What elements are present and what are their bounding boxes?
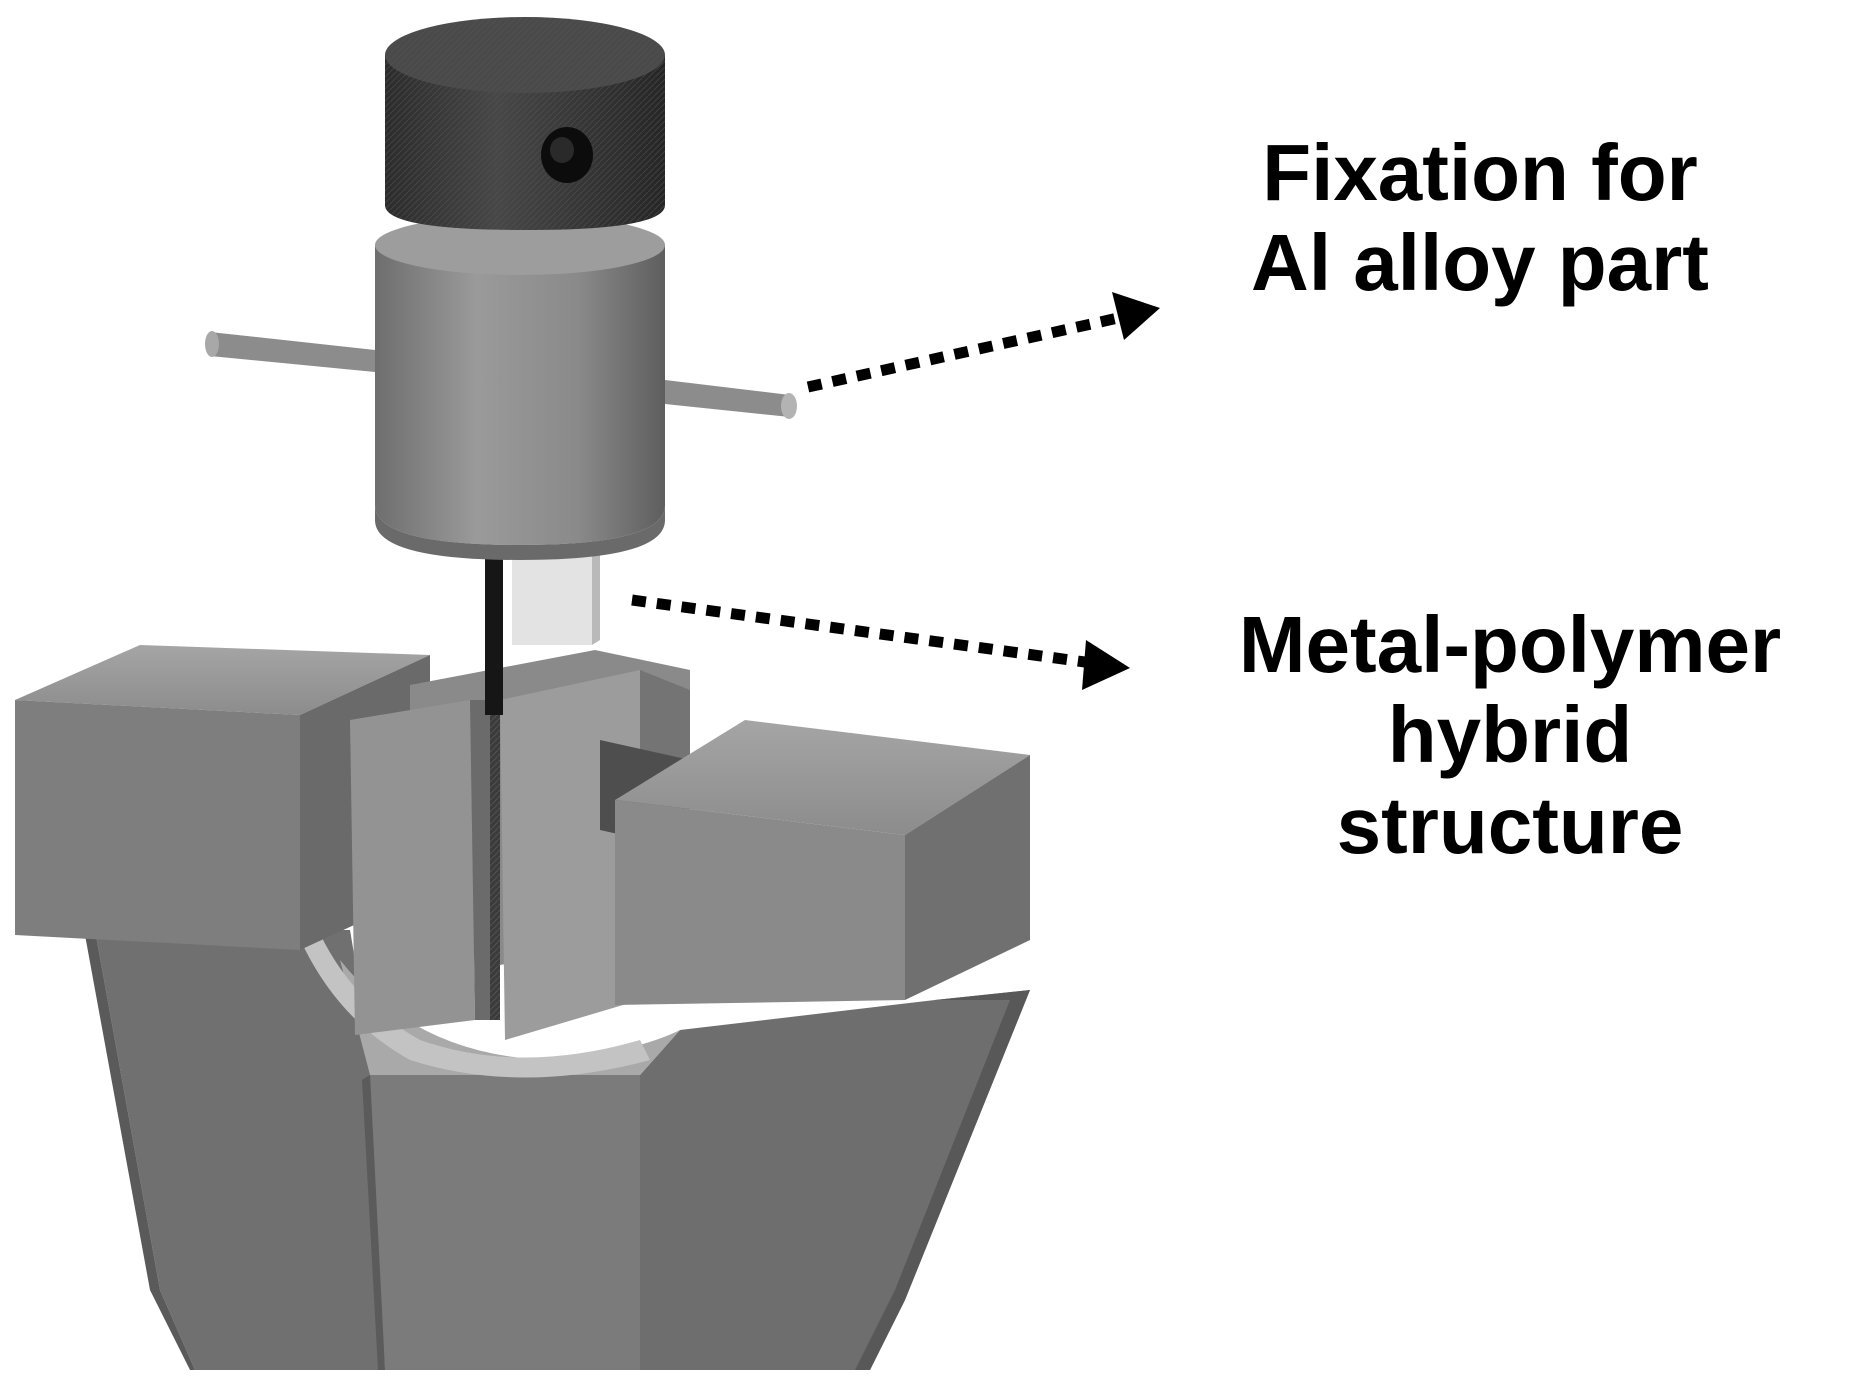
polymer-part (512, 550, 592, 645)
specimen-label-line1: Metal-polymer (1238, 600, 1782, 689)
specimen-label-line3: structure (1336, 780, 1684, 870)
fixation-label-line1: Fixation for (1262, 128, 1698, 217)
arrow-to-fixation-label (806, 292, 1160, 393)
specimen-label: Metal-polymer hybrid structure (1180, 600, 1840, 871)
base-holder (85, 880, 1030, 1370)
fixation-label-line2: Al alloy part (1251, 218, 1709, 308)
right-clamp-block (615, 720, 1030, 1005)
specimen-label-line2: hybrid (1387, 690, 1633, 780)
aluminum-strip (485, 545, 503, 715)
fixation-label: Fixation for Al alloy part (1180, 128, 1780, 309)
metal-polymer-specimen (485, 545, 600, 715)
upper-fixation (205, 17, 797, 560)
arrow-to-specimen-label (631, 594, 1130, 690)
